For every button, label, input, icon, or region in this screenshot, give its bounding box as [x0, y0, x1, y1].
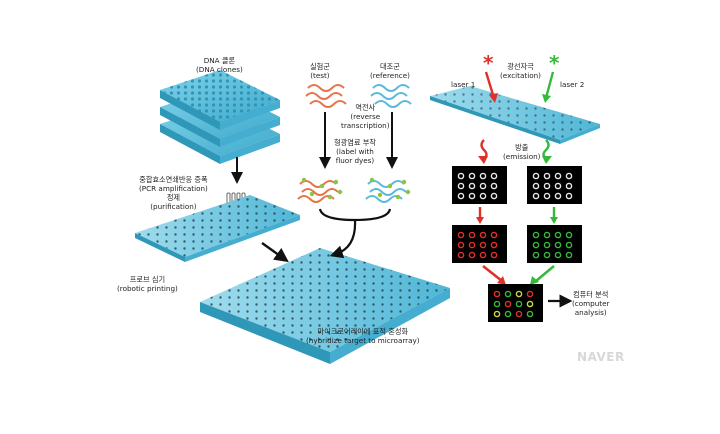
reference-strands: [370, 84, 412, 108]
arrow-merge-to-microarray: [329, 219, 357, 259]
label-emission: 방출(emission): [503, 143, 541, 161]
label-hybridize: 마이크로어레이에 표적 혼성화(hybridize target to micr…: [306, 327, 420, 345]
label-laser-2: laser 2: [560, 80, 585, 89]
labelled-test-strands: [297, 177, 343, 203]
label-laser-1: laser 1: [451, 80, 476, 89]
scan-panel-merged: [488, 284, 543, 322]
svg-text:*: *: [549, 51, 560, 75]
label-excitation: 광선자극(excitation): [500, 62, 541, 80]
scanner-slide: [430, 86, 600, 144]
scan-panel-red: [452, 225, 507, 263]
label-reference: 대조군(reference): [370, 62, 410, 80]
labelled-reference-strands: [365, 177, 411, 203]
probe-slide: [135, 195, 300, 262]
microarray-slide: [200, 248, 450, 364]
scan-panel-green: [527, 225, 582, 263]
svg-text:*: *: [483, 51, 494, 75]
scan-panel-white-1: [452, 166, 507, 204]
laser-1-beam: *: [483, 51, 498, 103]
dna-clone-plates: [160, 70, 280, 164]
laser-2-beam: *: [542, 51, 560, 103]
emission-red: [480, 139, 488, 160]
emission-green: [542, 139, 550, 160]
label-dna-clones: DNA 클론(DNA clones): [196, 56, 243, 74]
label-test: 실험군(test): [310, 62, 330, 80]
merge-bracket: [318, 208, 392, 222]
label-pcr: 중합효소연쇄반응 증폭(PCR amplification) 정제(purifi…: [139, 175, 208, 211]
arrow-slide-to-microarray: [261, 242, 289, 263]
test-strands: [305, 84, 347, 108]
naver-logo: NAVER: [577, 350, 625, 364]
scan-panel-white-2: [527, 166, 582, 204]
label-robotic-printing: 프로브 심기(robotic printing): [117, 275, 178, 293]
